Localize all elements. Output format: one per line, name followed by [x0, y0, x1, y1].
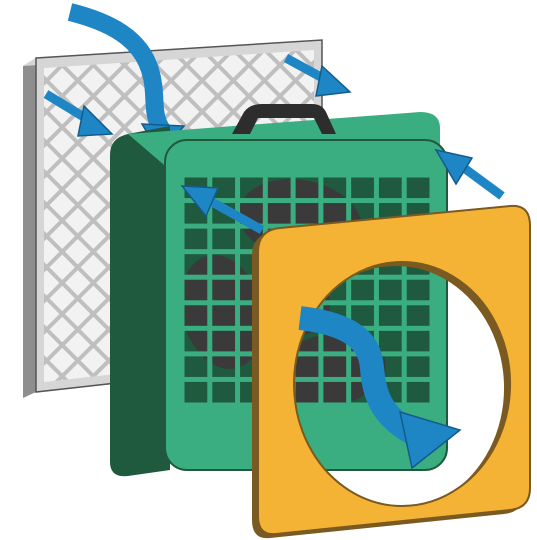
- grille-vertical-bar: [346, 175, 351, 405]
- intake-fan-right-arrow-shaft: [464, 168, 502, 196]
- grille-horizontal-bar: [182, 173, 432, 178]
- filter-side-edge: [23, 58, 36, 398]
- grille-vertical-bar: [402, 175, 407, 405]
- fan-side: [110, 126, 170, 476]
- grille-vertical-bar: [180, 175, 185, 405]
- intake-top-right-arrowhead: [316, 66, 350, 96]
- grille-horizontal-bar: [182, 377, 432, 382]
- grille-vertical-bar: [235, 175, 240, 405]
- grille-vertical-bar: [430, 175, 435, 405]
- grille-horizontal-bar: [182, 351, 432, 356]
